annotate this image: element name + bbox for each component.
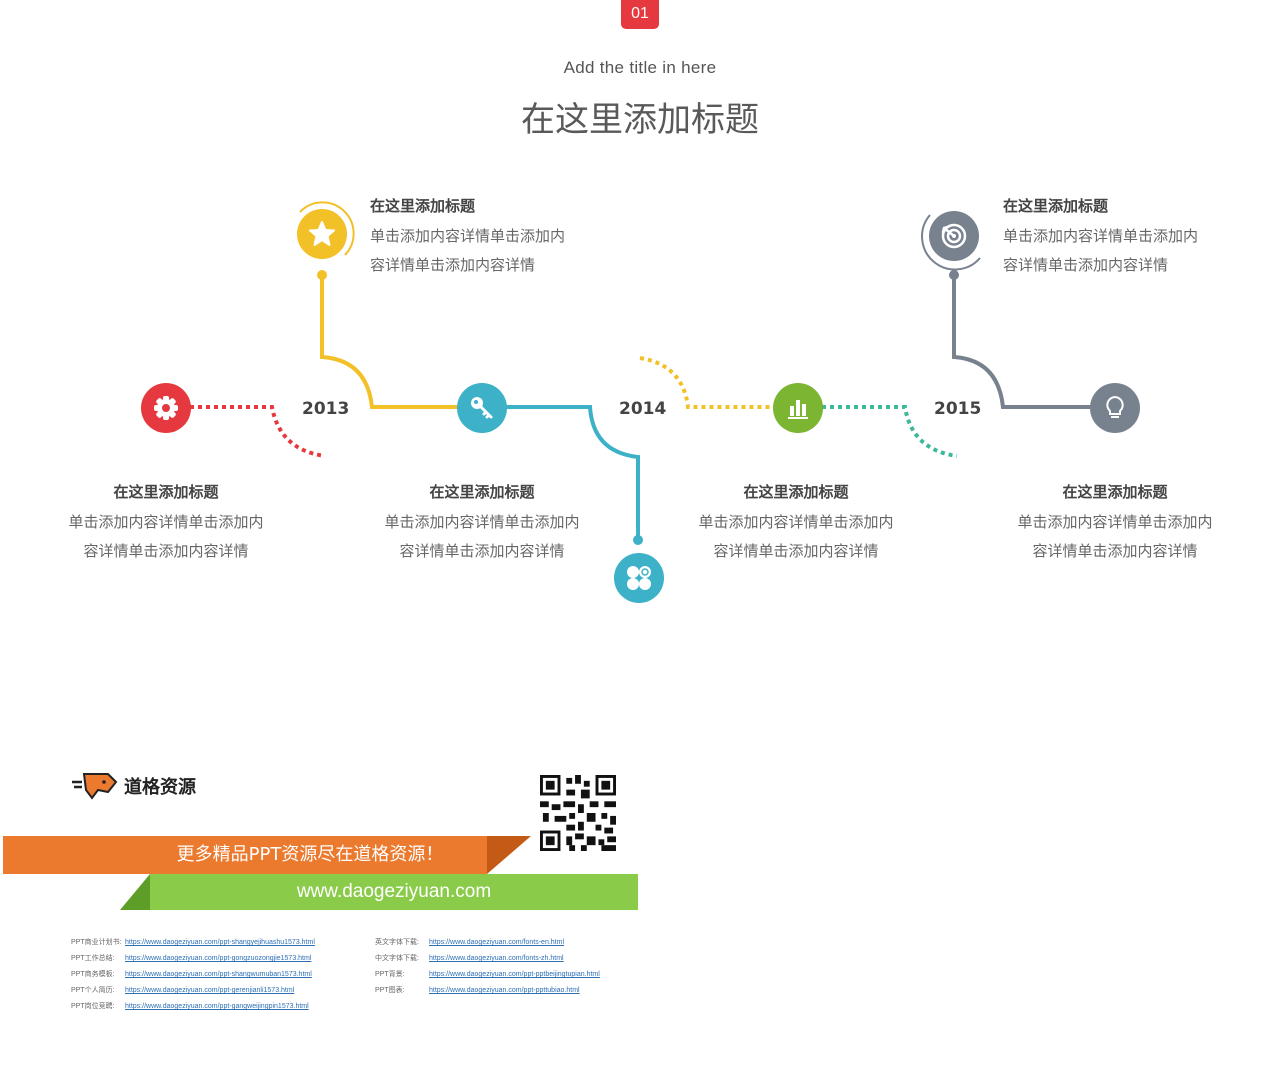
timeline-node-target[interactable] — [929, 211, 979, 261]
resource-link[interactable]: https://www.daogeziyuan.com/fonts-zh.htm… — [429, 955, 564, 962]
link-row: 中文字体下载:https://www.daogeziyuan.com/fonts… — [375, 951, 600, 967]
bar-chart-icon — [788, 400, 808, 419]
target-icon — [941, 223, 967, 249]
info-block-chart: 在这里添加标题 单击添加内容详情单击添加内 容详情单击添加内容详情 — [666, 482, 926, 566]
star-icon — [309, 221, 335, 246]
info-text-line2: 容详情单击添加内容详情 — [83, 542, 249, 560]
info-text-line1: 单击添加内容详情单击添加内 — [384, 513, 580, 531]
resource-link[interactable]: https://www.daogeziyuan.com/ppt-shangyej… — [125, 939, 315, 946]
link-row: PPT背景:https://www.daogeziyuan.com/ppt-pp… — [375, 967, 600, 983]
info-text-line2: 容详情单击添加内容详情 — [1032, 542, 1198, 560]
link-row: PPT工作总结:https://www.daogeziyuan.com/ppt-… — [71, 951, 315, 967]
key-icon — [471, 397, 493, 419]
info-text-line1: 单击添加内容详情单击添加内 — [1003, 227, 1199, 245]
brand-name: 道格资源 — [124, 777, 196, 798]
link-row: PPT个人简历:https://www.daogeziyuan.com/ppt-… — [71, 983, 315, 999]
link-row: PPT岗位竞聘:https://www.daogeziyuan.com/ppt-… — [71, 999, 315, 1015]
dog-logo-icon — [72, 773, 118, 800]
timeline-node-gear[interactable] — [141, 383, 191, 433]
info-title: 在这里添加标题 — [743, 483, 849, 501]
promo-banner-orange — [3, 836, 487, 874]
info-text-line1: 单击添加内容详情单击添加内 — [698, 513, 894, 531]
lightbulb-icon — [1106, 395, 1124, 418]
info-block-target: 在这里添加标题 单击添加内容详情单击添加内 容详情单击添加内容详情 — [1003, 196, 1198, 280]
link-row: PPT商业计划书:https://www.daogeziyuan.com/ppt… — [71, 935, 315, 951]
year-label-2015: 2015 — [934, 399, 982, 419]
info-block-bulb: 在这里添加标题 单击添加内容详情单击添加内 容详情单击添加内容详情 — [985, 482, 1245, 566]
info-block-gear: 在这里添加标题 单击添加内容详情单击添加内 容详情单击添加内容详情 — [36, 482, 296, 566]
slide-title: 在这里添加标题 — [521, 100, 759, 140]
resource-link[interactable]: https://www.daogeziyuan.com/fonts-en.htm… — [429, 939, 565, 946]
year-label-2014: 2014 — [619, 399, 667, 419]
info-text-line2: 容详情单击添加内容详情 — [399, 542, 565, 560]
link-row: PPT商务模板:https://www.daogeziyuan.com/ppt-… — [71, 967, 315, 983]
info-text-line2: 容详情单击添加内容详情 — [1003, 256, 1169, 274]
qr-code — [540, 775, 616, 851]
info-title: 在这里添加标题 — [1003, 197, 1109, 215]
url-banner-text[interactable]: www.daogeziyuan.com — [296, 881, 492, 902]
info-title: 在这里添加标题 — [113, 483, 219, 501]
timeline-node-star[interactable] — [297, 209, 347, 259]
gear-icon — [154, 396, 178, 420]
promo-banner-text: 更多精品PPT资源尽在道格资源！ — [176, 844, 444, 865]
info-text-line2: 容详情单击添加内容详情 — [370, 256, 536, 274]
info-title: 在这里添加标题 — [1062, 483, 1168, 501]
slide-subtitle: Add the title in here — [563, 58, 717, 77]
timeline-connectors — [190, 201, 1092, 545]
info-text-line1: 单击添加内容详情单击添加内 — [370, 227, 566, 245]
info-block-key: 在这里添加标题 单击添加内容详情单击添加内 容详情单击添加内容详情 — [352, 482, 612, 566]
resource-link[interactable]: https://www.daogeziyuan.com/ppt-shangwum… — [125, 971, 312, 978]
resource-link[interactable]: https://www.daogeziyuan.com/ppt-gerenjia… — [125, 987, 295, 994]
timeline-node-clover[interactable] — [614, 553, 664, 603]
timeline-node-key[interactable] — [457, 383, 507, 433]
resource-link[interactable]: https://www.daogeziyuan.com/ppt-gangweij… — [125, 1003, 309, 1010]
clover-icon — [627, 566, 651, 590]
info-block-star: 在这里添加标题 单击添加内容详情单击添加内 容详情单击添加内容详情 — [370, 196, 565, 280]
timeline-node-bulb[interactable] — [1090, 383, 1140, 433]
slide-number-badge: 01 — [621, 0, 659, 29]
resource-links-right: 英文字体下载:https://www.daogeziyuan.com/fonts… — [375, 935, 600, 999]
brand-logo[interactable]: 道格资源 — [70, 770, 196, 802]
link-row: PPT图表:https://www.daogeziyuan.com/ppt-pp… — [375, 983, 600, 999]
info-text-line1: 单击添加内容详情单击添加内 — [68, 513, 264, 531]
resource-link[interactable]: https://www.daogeziyuan.com/ppt-ppttubia… — [429, 987, 580, 994]
resource-link[interactable]: https://www.daogeziyuan.com/ppt-pptbeiji… — [429, 971, 600, 978]
info-text-line1: 单击添加内容详情单击添加内 — [1017, 513, 1213, 531]
timeline-node-chart[interactable] — [773, 383, 823, 433]
url-banner-fold — [120, 874, 150, 910]
resource-link[interactable]: https://www.daogeziyuan.com/ppt-gongzuoz… — [125, 955, 312, 962]
year-label-2013: 2013 — [302, 399, 350, 419]
info-title: 在这里添加标题 — [370, 197, 476, 215]
link-row: 英文字体下载:https://www.daogeziyuan.com/fonts… — [375, 935, 600, 951]
promo-banner-fold — [487, 836, 531, 874]
url-banner[interactable] — [150, 874, 638, 910]
resource-links-left: PPT商业计划书:https://www.daogeziyuan.com/ppt… — [71, 935, 315, 1015]
info-title: 在这里添加标题 — [429, 483, 535, 501]
info-text-line2: 容详情单击添加内容详情 — [713, 542, 879, 560]
